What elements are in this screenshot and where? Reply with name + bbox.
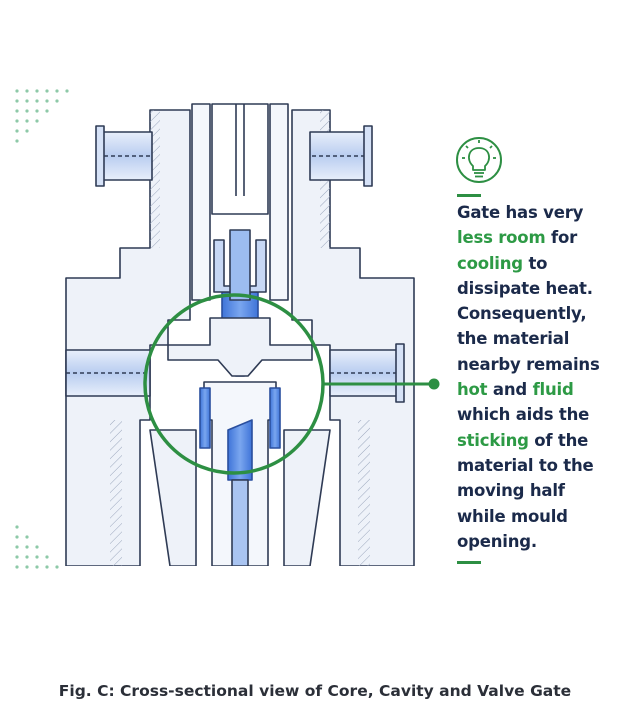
callout-text-segment: and [487,380,533,400]
callout-text-segment: of the [528,430,589,450]
callout-line-7: nearby remains [457,354,600,374]
callout-text: Gate has very less room for cooling to d… [457,200,625,554]
callout-line-11: material to the [457,455,594,475]
callout-line-4: dissipate heat. [457,278,593,298]
gate-insert [167,317,313,377]
decorative-dot-grid-top [15,89,69,143]
nozzle-housing [191,103,211,301]
callout-line-2: less room for [457,225,625,250]
callout-line-10: sticking of the [457,428,625,453]
cooling-channel-top-left [95,125,153,187]
callout-line-13: while mould [457,506,568,526]
callout-rule-top [457,194,481,197]
highlight-cooling: cooling [457,253,523,273]
callout-line-1: Gate has very [457,203,584,222]
callout-leader-dot [428,378,440,390]
highlight-hot: hot [457,380,488,400]
highlight-fluid: fluid [532,380,574,400]
callout-line-14: opening. [457,531,537,551]
figure-caption: Fig. C: Cross-sectional view of Core, Ca… [58,682,572,700]
lightbulb-icon [456,137,502,183]
callout-line-12: moving half [457,481,565,501]
callout-text-segment: for [545,228,578,248]
ejector-pin [227,419,253,481]
callout-line-8: hot and fluid [457,377,625,402]
callout-line-5: Consequently, [457,304,587,324]
callout-line-3: cooling to [457,251,625,276]
callout-text-segment: to [522,253,548,273]
callout-rule-bottom [457,561,481,564]
cooling-channel-mid-right [329,343,405,403]
highlight-less-room: less room [457,228,546,248]
highlight-sticking: sticking [457,430,529,450]
decorative-dot-grid-bottom [15,525,59,569]
callout-line-6: the material [457,329,570,349]
callout-line-9: which aids the [457,405,590,425]
cooling-channel-mid-left [65,349,151,397]
cooling-channel-top-right [309,125,373,187]
